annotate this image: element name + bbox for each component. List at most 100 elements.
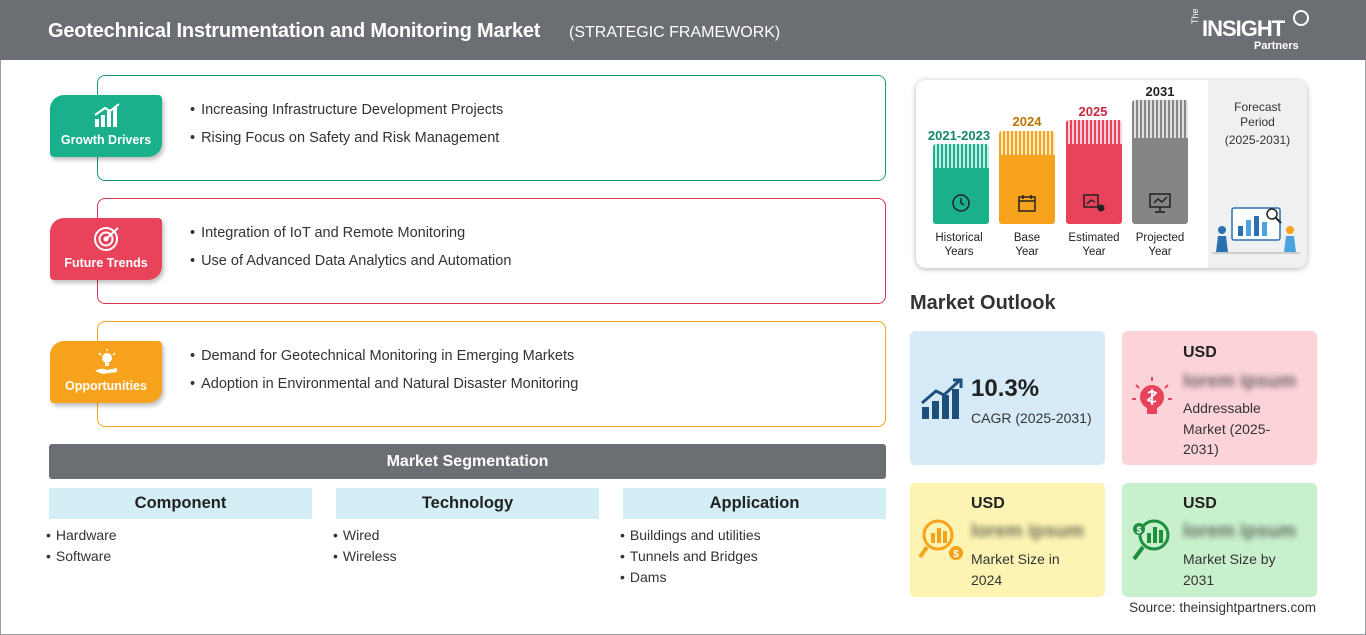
- label-line: Market (2025-: [1183, 420, 1271, 437]
- projected-year-value: 2031: [1145, 84, 1175, 99]
- historical-years-label: Historical Years: [924, 231, 994, 259]
- forecast-period-title: Forecast Period: [1208, 100, 1307, 130]
- label-line: Period: [1240, 115, 1275, 129]
- lightbulb-hand-icon: [95, 349, 117, 374]
- application-list: Buildings and utilities Tunnels and Brid…: [620, 525, 761, 588]
- historical-years-value: 2021-2023: [927, 128, 991, 143]
- svg-text:$: $: [953, 549, 959, 560]
- projected-year-bar: [1132, 100, 1188, 224]
- label-line: Addressable: [1183, 400, 1261, 416]
- component-list: Hardware Software: [46, 525, 117, 567]
- market-forecast-icon: $: [1132, 519, 1170, 561]
- idea-dollar-icon: [1132, 377, 1172, 414]
- growth-chart-icon: [921, 378, 963, 419]
- label-line: 2031): [1183, 441, 1219, 457]
- label-line: Base: [1013, 232, 1041, 244]
- presentation-board-icon: [1149, 193, 1171, 213]
- label-line: Year: [1148, 246, 1172, 258]
- bar-chart-growth-icon: [94, 103, 120, 127]
- projected-year-label: Projected Year: [1125, 231, 1195, 259]
- addressable-value: lorem ipsum: [1183, 371, 1296, 392]
- label-line: Historical: [935, 232, 983, 244]
- opportunities-list: Demand for Geotechnical Monitoring in Em…: [190, 342, 578, 398]
- historical-years-bar: [933, 144, 989, 224]
- base-year-label: Base Year: [992, 231, 1062, 259]
- list-item: Hardware: [46, 525, 117, 546]
- page-subtitle: (STRATEGIC FRAMEWORK): [569, 24, 781, 41]
- forecast-period-years: (2025-2031): [1224, 133, 1291, 147]
- list-item: Increasing Infrastructure Development Pr…: [190, 96, 503, 124]
- logo-partners-text: Partners: [1254, 40, 1299, 52]
- market-size-2031-card: $ USD lorem ipsum Market Size by 2031: [1122, 483, 1317, 597]
- list-item: Demand for Geotechnical Monitoring in Em…: [190, 342, 578, 370]
- addressable-currency: USD: [1183, 344, 1217, 361]
- segment-heading-technology: Technology: [336, 488, 599, 519]
- growth-drivers-badge: Growth Drivers: [50, 95, 162, 157]
- label-line: Years: [944, 246, 974, 258]
- future-trends-label: Future Trends: [64, 256, 148, 270]
- insight-partners-logo: The INSIGHT Partners: [1190, 8, 1315, 54]
- market-size-2024-label: Market Size in 2024: [971, 549, 1060, 590]
- list-item: Integration of IoT and Remote Monitoring: [190, 219, 511, 247]
- estimated-year-label: Estimated Year: [1059, 231, 1129, 259]
- opportunities-badge: Opportunities: [50, 341, 162, 403]
- opportunities-label: Opportunities: [65, 379, 147, 393]
- growth-drivers-list: Increasing Infrastructure Development Pr…: [190, 96, 503, 152]
- market-size-2031-value: lorem ipsum: [1183, 521, 1296, 542]
- label-line: Forecast: [1234, 100, 1281, 114]
- addressable-market-card: USD lorem ipsum Addressable Market (2025…: [1122, 331, 1317, 465]
- label-line: Market Size by: [1183, 551, 1276, 567]
- market-size-2024-value: lorem ipsum: [971, 521, 1084, 542]
- future-trends-card: Integration of IoT and Remote Monitoring…: [97, 198, 886, 304]
- analytics-team-illustration-icon: [1212, 207, 1300, 254]
- growth-drivers-card: Increasing Infrastructure Development Pr…: [97, 75, 886, 181]
- estimated-year-bar: [1066, 120, 1122, 224]
- list-item: Buildings and utilities: [620, 525, 761, 546]
- estimated-year-value: 2025: [1078, 104, 1108, 119]
- page-title: Geotechnical Instrumentation and Monitor…: [48, 20, 541, 42]
- market-segmentation-bar: Market Segmentation: [49, 444, 886, 479]
- list-item: Tunnels and Bridges: [620, 546, 761, 567]
- segment-heading-application: Application: [623, 488, 886, 519]
- target-icon: [94, 227, 119, 251]
- estimate-chart-icon: [1083, 194, 1105, 212]
- source-citation: Source: theinsightpartners.com: [1129, 600, 1316, 615]
- label-line: Year: [1082, 246, 1106, 258]
- market-size-2031-currency: USD: [1183, 495, 1217, 512]
- market-size-2024-card: $ USD lorem ipsum Market Size in 2024: [910, 483, 1105, 597]
- label-line: Projected: [1135, 232, 1185, 244]
- label-line: Estimated: [1068, 232, 1120, 244]
- cagr-card: 10.3% CAGR (2025-2031): [910, 331, 1105, 465]
- addressable-label: Addressable Market (2025- 2031): [1183, 398, 1270, 460]
- market-analysis-icon: $: [918, 519, 963, 560]
- list-item: Wireless: [333, 546, 397, 567]
- base-year-bar: [999, 131, 1055, 224]
- logo-ring-icon: [1293, 10, 1309, 26]
- cagr-label: CAGR (2025-2031): [971, 410, 1092, 426]
- history-clock-icon: [952, 194, 970, 212]
- future-trends-badge: Future Trends: [50, 218, 162, 280]
- logo-the-text: The: [1190, 8, 1200, 24]
- svg-text:$: $: [1136, 525, 1141, 535]
- list-item: Dams: [620, 567, 761, 588]
- header-bar: Geotechnical Instrumentation and Monitor…: [0, 0, 1366, 60]
- list-item: Wired: [333, 525, 397, 546]
- list-item: Use of Advanced Data Analytics and Autom…: [190, 247, 511, 275]
- list-item: Software: [46, 546, 117, 567]
- label-line: 2024: [971, 571, 1003, 588]
- list-item: Rising Focus on Safety and Risk Manageme…: [190, 124, 503, 152]
- calendar-icon: [1018, 195, 1036, 212]
- logo-insight-text: INSIGHT: [1202, 16, 1285, 41]
- technology-list: Wired Wireless: [333, 525, 397, 567]
- base-year-value: 2024: [1012, 114, 1042, 129]
- cagr-value: 10.3%: [971, 375, 1040, 402]
- label-line: Market Size in: [971, 551, 1060, 567]
- opportunities-card: Demand for Geotechnical Monitoring in Em…: [97, 321, 886, 427]
- market-size-2031-label: Market Size by 2031: [1183, 549, 1276, 590]
- growth-drivers-label: Growth Drivers: [60, 133, 152, 147]
- market-size-2024-currency: USD: [971, 495, 1005, 512]
- label-line: 2031: [1183, 571, 1215, 588]
- timeline-panel: 2021-2023 Historical Years 2024 Base Yea…: [916, 80, 1307, 268]
- market-outlook-title: Market Outlook: [910, 292, 1056, 314]
- future-trends-list: Integration of IoT and Remote Monitoring…: [190, 219, 511, 275]
